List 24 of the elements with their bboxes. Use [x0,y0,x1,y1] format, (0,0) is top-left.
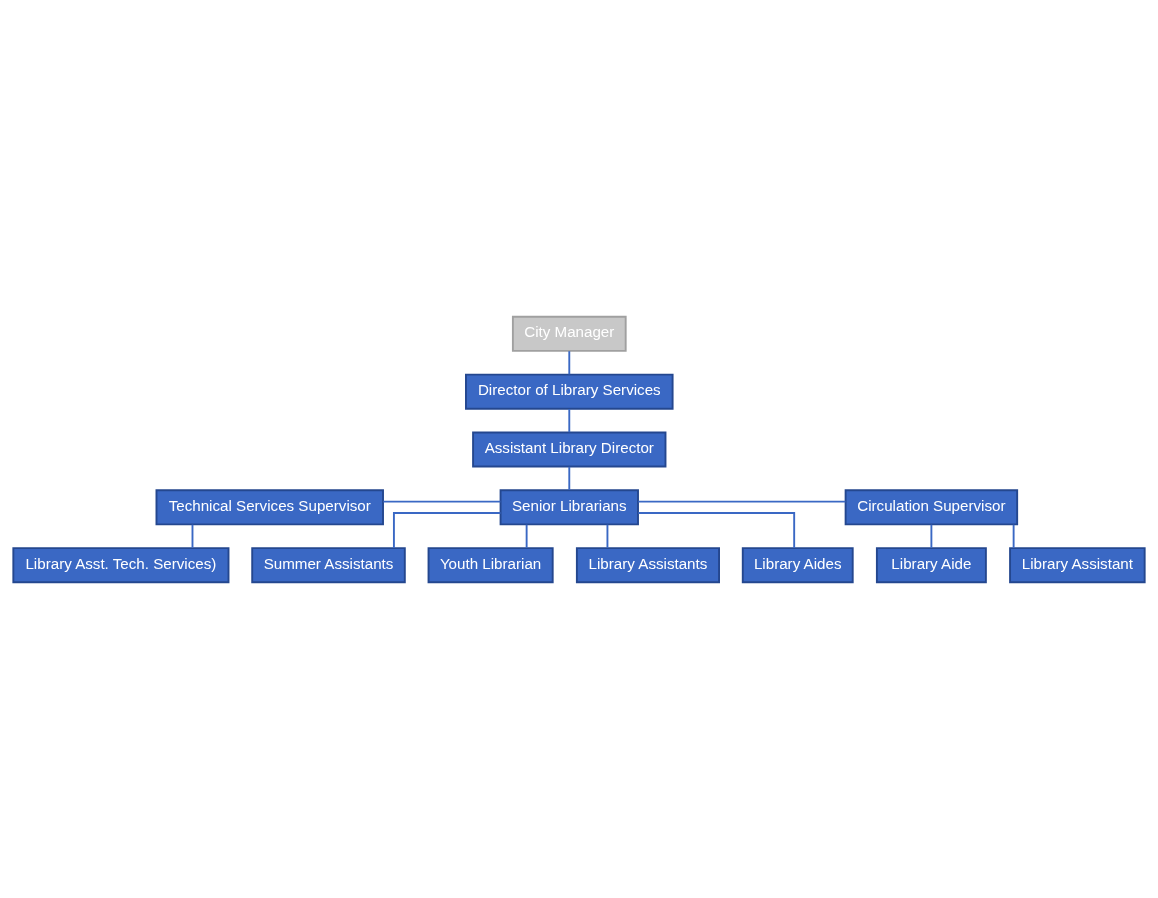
connector [1012,523,1015,549]
node-box: Youth Librarian [427,546,554,583]
connector [382,500,502,503]
connector [637,500,847,503]
connector [568,465,571,491]
node-box: Library Aide [875,546,987,583]
node-box: Library Assistants [575,546,720,583]
connector [525,523,528,549]
node-box: Technical Services Supervisor [155,488,384,525]
node-box: Senior Librarians [499,488,639,525]
connector [930,523,933,549]
connector [191,523,194,549]
node-box: Library Aides [741,546,854,583]
node-box: Director of Library Services [465,373,674,410]
connector [568,349,571,375]
node-box: Summer Assistants [251,546,406,583]
node-box: Assistant Library Director [472,431,667,467]
node-box: Circulation Supervisor [844,488,1019,525]
connector [606,523,609,549]
connector [637,511,796,549]
connector [568,407,571,433]
connector [392,511,502,549]
node-box: Library Assistant [1009,546,1146,583]
node-box: Library Asst. Tech. Services) [12,546,230,583]
